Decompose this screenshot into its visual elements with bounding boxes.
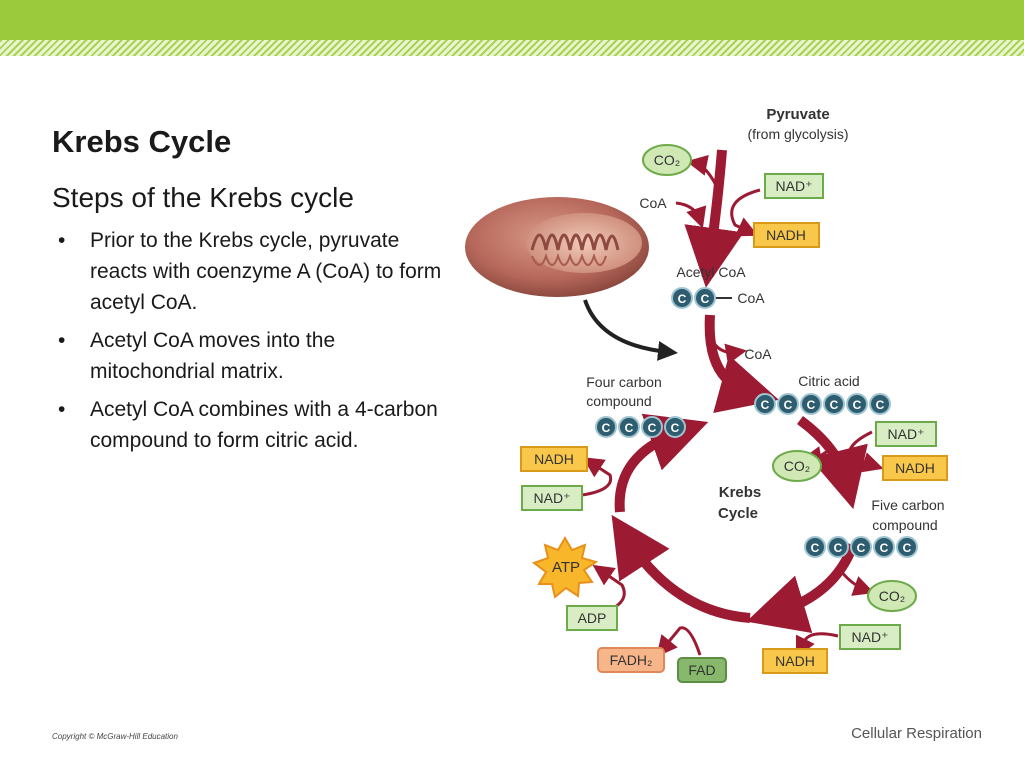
nadh-box-3: NADH <box>520 446 588 472</box>
carbon-atom: C <box>876 398 885 412</box>
nad-to-nadh-arrow-3 <box>795 632 839 659</box>
co2-label: CO₂ <box>784 458 810 474</box>
bottom-cycle-arrow <box>611 514 751 623</box>
bullet-dot: • <box>58 229 66 252</box>
nadh-label: NADH <box>895 460 935 476</box>
footer-text: Cellular Respiration <box>851 725 982 742</box>
fadh2-box: FADH₂ <box>597 647 665 673</box>
nad-plus-box-3: NAD⁺ <box>521 485 583 511</box>
four-carbon-label-2: compound <box>586 393 651 409</box>
citric-acid-label: Citric acid <box>798 373 859 389</box>
citric-to-five-carbon-arrow <box>797 415 868 510</box>
carbon-atom: C <box>903 541 912 555</box>
slide-title: Krebs Cycle <box>52 124 232 159</box>
bullet-text: Prior to the Krebs cycle, pyruvate react… <box>90 229 442 314</box>
nadh-box-4: NADH <box>762 648 828 674</box>
carbon-atom: C <box>678 292 687 306</box>
five-carbon-molecule: C C C C C <box>804 536 918 558</box>
nad-plus-box-2: NAD⁺ <box>875 421 937 447</box>
slide-subtitle: Steps of the Krebs cycle <box>52 182 354 213</box>
nadh-label: NADH <box>775 653 815 669</box>
coa-out-arrow <box>710 339 747 365</box>
adp-box: ADP <box>566 605 618 631</box>
co2-label: CO₂ <box>879 588 905 604</box>
nad-plus-box: NAD⁺ <box>764 173 824 199</box>
carbon-atom: C <box>811 541 820 555</box>
nad-to-nadh-arrow <box>730 188 761 237</box>
carbon-atom: C <box>602 421 611 435</box>
nadh-box: NADH <box>753 222 820 248</box>
nadh-box-2: NADH <box>882 455 948 481</box>
fadh2-label: FADH₂ <box>610 652 653 668</box>
acetyl-coa-coa-label: CoA <box>737 290 765 306</box>
bullet-dot: • <box>58 329 66 352</box>
mitochondrion-image <box>465 197 649 297</box>
carbon-atom: C <box>830 398 839 412</box>
carbon-atom: C <box>807 398 816 412</box>
acetyl-coa-label: Acetyl CoA <box>676 264 746 280</box>
bullet-text: Acetyl CoA combines with a 4-carbon comp… <box>90 398 438 452</box>
four-carbon-molecule: C C C C <box>595 416 686 438</box>
carbon-atom: C <box>648 421 657 435</box>
nad-plus-label: NAD⁺ <box>852 629 889 645</box>
atp-starburst: ATP <box>531 536 599 599</box>
nad-to-nadh-arrow-4 <box>581 457 613 497</box>
carbon-atom: C <box>857 541 866 555</box>
fad-to-fadh2-arrow <box>656 626 702 657</box>
nad-plus-label: NAD⁺ <box>888 426 925 442</box>
acetyl-to-citric-arrow <box>704 314 779 414</box>
copyright-text: Copyright © McGraw-Hill Education <box>52 732 178 741</box>
matrix-entry-arrow <box>583 299 678 361</box>
coa-released-label: CoA <box>744 346 772 362</box>
pyruvate-arrow <box>684 149 744 288</box>
striped-band <box>0 40 1024 56</box>
bullet-item: • Acetyl CoA combines with a 4-carbon com… <box>52 394 452 456</box>
krebs-cycle-label-2: Cycle <box>718 505 758 522</box>
bullet-item: • Prior to the Krebs cycle, pyruvate reac… <box>52 225 452 318</box>
top-banner <box>0 0 1024 40</box>
five-carbon-label-1: Five carbon <box>871 497 944 513</box>
fad-label: FAD <box>688 662 715 678</box>
co2-badge-2: CO₂ <box>772 450 822 482</box>
nadh-label: NADH <box>534 451 574 467</box>
bullet-dot: • <box>58 398 66 421</box>
coa-in-arrow <box>675 201 707 229</box>
co2-badge-3: CO₂ <box>867 580 917 612</box>
pyruvate-label: Pyruvate <box>766 106 829 123</box>
four-carbon-label-1: Four carbon <box>586 374 661 390</box>
nad-to-nadh-arrow-2 <box>847 430 884 473</box>
nad-plus-label: NAD⁺ <box>776 178 813 194</box>
five-carbon-to-four-arrow <box>746 543 858 634</box>
nad-plus-label: NAD⁺ <box>534 490 571 506</box>
carbon-atom: C <box>853 398 862 412</box>
bullet-text: Acetyl CoA moves into the mitochondrial … <box>90 329 336 383</box>
carbon-atom: C <box>625 421 634 435</box>
bullet-list: • Prior to the Krebs cycle, pyruvate reac… <box>52 225 452 463</box>
adp-label: ADP <box>578 610 607 626</box>
co2-label: CO₂ <box>654 152 680 168</box>
adp-to-atp-arrow <box>592 564 626 612</box>
carbon-atom: C <box>880 541 889 555</box>
co2-badge: CO₂ <box>642 144 692 176</box>
co2-release-arrow-3 <box>838 569 875 596</box>
five-carbon-label-2: compound <box>872 517 937 533</box>
left-cycle-arrow <box>614 413 709 513</box>
co2-release-arrow <box>686 155 718 186</box>
carbon-atom: C <box>784 398 793 412</box>
krebs-cycle-label-1: Krebs <box>719 484 762 501</box>
fad-box: FAD <box>677 657 727 683</box>
nadh-label: NADH <box>766 227 806 243</box>
carbon-atom: C <box>701 292 710 306</box>
carbon-atom: C <box>671 421 680 435</box>
bullet-item: • Acetyl CoA moves into the mitochondrial… <box>52 325 452 387</box>
nad-plus-box-4: NAD⁺ <box>839 624 901 650</box>
from-glycolysis-label: (from glycolysis) <box>747 126 848 142</box>
coa-label: CoA <box>639 195 667 211</box>
atp-label: ATP <box>552 559 580 576</box>
carbon-atom: C <box>834 541 843 555</box>
acetyl-coa-molecule: C C CoA <box>671 287 765 309</box>
carbon-atom: C <box>761 398 770 412</box>
citric-acid-molecule: C C C C C C <box>754 393 891 415</box>
